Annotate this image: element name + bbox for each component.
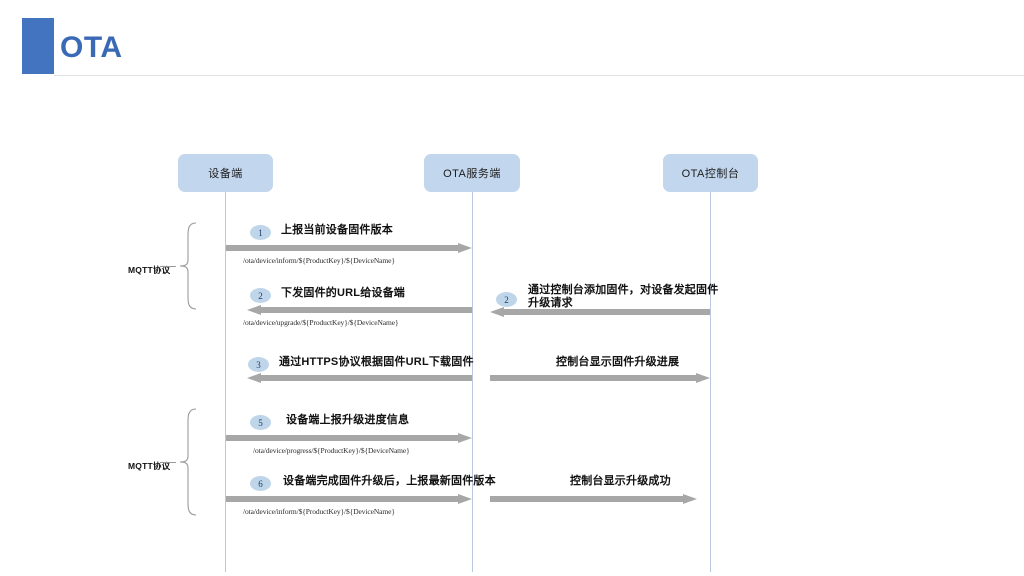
message-topic-6: /ota/device/inform/${ProductKey}/${Devic… (243, 507, 395, 516)
protocol-label-mqtt-lower: MQTT协议 (128, 461, 171, 471)
message-arrow-6 (226, 494, 472, 504)
actor-ota-console: OTA控制台 (663, 154, 758, 192)
message-label-5: 设备端上报升级进度信息 (286, 414, 410, 426)
message-badge-1: 1 (250, 225, 271, 240)
message-arrow-3-console (490, 373, 710, 383)
message-arrow-6-console (490, 494, 697, 504)
message-topic-2-device: /ota/device/upgrade/${ProductKey}/${Devi… (243, 318, 399, 327)
message-label-6: 设备端完成固件升级后，上报最新固件版本 (283, 475, 496, 487)
header-divider (54, 75, 1024, 76)
actor-ota-server: OTA服务端 (424, 154, 520, 192)
ota-sequence-diagram: 设备端 OTA服务端 OTA控制台 MQTT协议 MQTT协议 1 上报当前设备… (0, 76, 1024, 576)
page-header: OTA (0, 0, 1024, 76)
lifeline-device (225, 192, 226, 572)
message-arrow-5 (226, 433, 472, 443)
message-badge-5: 5 (250, 415, 271, 430)
message-arrow-2-console (490, 307, 710, 317)
message-topic-1: /ota/device/inform/${ProductKey}/${Devic… (243, 256, 395, 265)
message-badge-6: 6 (250, 476, 271, 491)
actor-ota-console-label: OTA控制台 (681, 168, 740, 180)
message-label-6-console: 控制台显示升级成功 (570, 475, 671, 487)
actor-ota-server-label: OTA服务端 (443, 168, 501, 180)
message-label-1: 上报当前设备固件版本 (281, 224, 393, 236)
message-arrow-2-device (247, 305, 472, 315)
brace-stem-mqtt-lower (160, 462, 176, 463)
protocol-label-mqtt-upper: MQTT协议 (128, 265, 171, 275)
actor-device: 设备端 (178, 154, 273, 192)
message-label-2-console: 通过控制台添加固件，对设备发起固件升级请求 (528, 284, 719, 309)
message-badge-2-console: 2 (496, 292, 517, 307)
message-badge-3: 3 (248, 357, 269, 372)
message-badge-2-device: 2 (250, 288, 271, 303)
message-label-2-device: 下发固件的URL给设备端 (281, 287, 406, 299)
brace-mqtt-lower (176, 408, 198, 516)
header-accent-bar (22, 18, 54, 74)
brace-mqtt-upper (176, 222, 198, 310)
lifeline-ota-server (472, 192, 473, 572)
page-title: OTA (60, 31, 123, 64)
message-arrow-1 (226, 243, 472, 253)
message-arrow-3 (247, 373, 472, 383)
message-label-3-console: 控制台显示固件升级进展 (556, 356, 680, 368)
message-topic-5: /ota/device/progress/${ProductKey}/${Dev… (253, 446, 410, 455)
lifeline-ota-console (710, 192, 711, 572)
brace-stem-mqtt-upper (160, 266, 176, 267)
actor-device-label: 设备端 (208, 168, 243, 180)
message-label-3: 通过HTTPS协议根据固件URL下载固件 (279, 356, 474, 368)
